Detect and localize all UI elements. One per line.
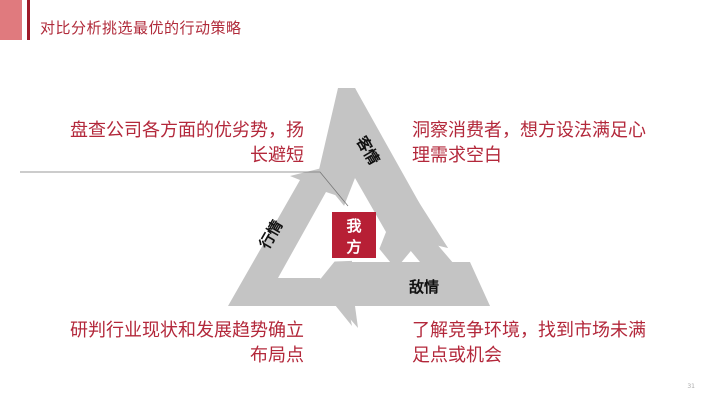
page-number: 31 <box>687 383 695 390</box>
note-line: 研判行业现状和发展趋势确立 <box>70 320 304 341</box>
slide-title: 对比分析挑选最优的行动策略 <box>40 19 242 37</box>
center-box <box>332 212 376 258</box>
note-bottom-right: 了解竞争环境，找到市场未满 足点或机会 <box>412 318 672 368</box>
note-top-right: 洞察消费者，想方设法满足心 理需求空白 <box>412 118 672 168</box>
leader-line <box>20 171 349 207</box>
note-bottom-left: 研判行业现状和发展趋势确立 布局点 <box>28 318 304 368</box>
corner-accent-block <box>0 0 22 40</box>
arrow-top-right-body <box>320 88 448 270</box>
note-top-left: 盘查公司各方面的优劣势，扬 长避短 <box>28 118 304 168</box>
note-line: 洞察消费者，想方设法满足心 <box>412 120 646 141</box>
label-competitor: 敌情 <box>409 278 439 296</box>
note-line: 足点或机会 <box>412 345 502 366</box>
note-line: 了解竞争环境，找到市场未满 <box>412 320 646 341</box>
title-accent-bar <box>27 0 30 40</box>
center-label-1: 我 <box>346 217 361 235</box>
center-label-2: 方 <box>346 238 361 256</box>
note-line: 长避短 <box>250 145 304 166</box>
arrow-bottom-body <box>318 262 490 326</box>
arrow-left <box>228 168 340 306</box>
note-line: 理需求空白 <box>412 145 502 166</box>
note-line: 盘查公司各方面的优劣势，扬 <box>70 120 304 141</box>
note-line: 布局点 <box>250 345 304 366</box>
